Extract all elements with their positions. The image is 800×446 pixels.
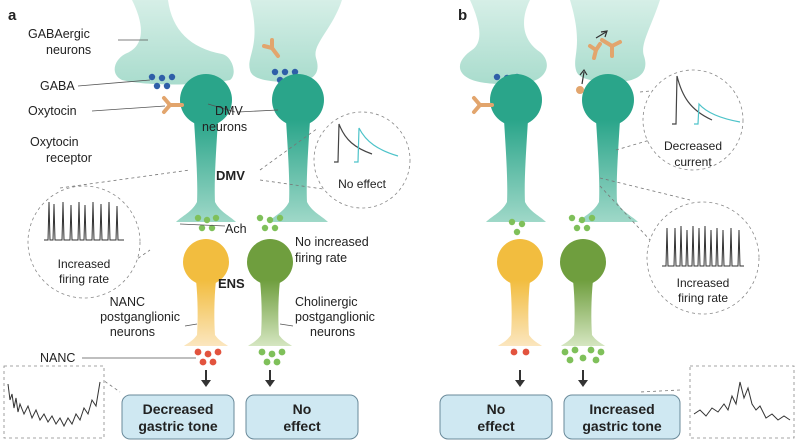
outcome-a-right-line2: effect [283,418,321,434]
outcome-b-left-line1: No [487,401,506,417]
gaba-neuron-a1 [114,0,234,85]
ach-dots-b1 [508,218,526,236]
oxytocin-receptor-a2 [262,38,280,58]
ach-dots-b2 [568,214,596,232]
increased-firing-a-line2: firing rate [59,272,109,286]
zoom-lines-b [599,89,691,393]
oxytocin-receptor-b1 [472,96,494,114]
dmv-neurons-label-1: DMV [215,104,243,118]
oxytocin-receptor-label-1: Oxytocin [30,135,79,149]
outcome-a-right-line1: No [293,401,312,417]
outcome-b-right-line1: Increased [589,401,654,417]
gaba-dots-a1 [148,73,176,90]
gaba-neuron-a2 [249,0,342,82]
panel-a-label: a [8,7,17,24]
outcome-a-left-line2: gastric tone [138,418,218,434]
oxytocin-label: Oxytocin [28,104,77,118]
cholinergic-neurons-label-1: Cholinergic [295,295,358,309]
decreased-current-bubble: Decreased current [642,69,744,171]
outcome-increased-tone: Increased gastric tone [563,394,681,440]
decreased-current-line2: current [674,155,712,169]
gaba-label: GABA [40,79,75,93]
increased-firing-a-line1: Increased [58,257,111,271]
trace-box-a [3,365,105,439]
nanc-neuron-b [497,239,543,346]
no-effect-bubble: No effect [313,111,411,209]
dmv-neuron-b2 [578,74,638,222]
outcome-no-effect-a: No effect [245,394,359,440]
outcome-b-right-line2: gastric tone [582,418,662,434]
ach-dots-a3 [258,348,286,366]
down-arrow-icon [515,370,588,387]
nanc-neurons-label-3: neurons [110,325,155,339]
cholinergic-neuron-b [560,239,606,346]
panel-b-label: b [458,7,467,24]
cholinergic-neurons-label-3: neurons [310,325,355,339]
dmv-neurons-label-2: neurons [202,120,247,134]
dmv-region-label: DMV [216,168,245,183]
oxytocin-molecule [576,86,584,94]
signal-arrow-icon [579,30,608,85]
cholinergic-neurons-label-2: postganglionic [295,310,375,324]
nanc-neurons-label-1: NANC [110,295,145,309]
nanc-neurons-label-2: postganglionic [100,310,180,324]
nanc-label: NANC [40,351,75,365]
outcome-decreased-tone: Decreased gastric tone [121,394,235,440]
nanc-neuron-a [183,239,229,346]
ach-dots-a2 [256,214,284,232]
dmv-neuron-a1 [176,74,236,222]
nanc-dots-a [194,348,222,366]
outcome-no-effect-b: No effect [439,394,553,440]
increased-firing-b-line1: Increased [677,276,730,290]
gaba-neurons-label-1: GABAergic [28,27,90,41]
ens-region-label: ENS [218,276,245,291]
down-arrow-icon [201,370,275,387]
firing-bubble-a: Increased firing rate [27,185,141,299]
spike-trace-b [662,225,744,267]
decreased-current-line1: Decreased [664,139,722,153]
leader-lines-a [77,39,294,359]
gaba-neuron-b1 [459,0,547,85]
gaba-neurons-label-2: neurons [46,43,91,57]
increased-firing-b-line2: firing rate [678,291,728,305]
cholinergic-neuron-a [247,239,293,346]
no-increased-firing-label-1: No increased [295,235,369,249]
nanc-dots-b [510,348,530,356]
dmv-neuron-b1 [486,74,546,222]
no-increased-firing-label-2: firing rate [295,251,347,265]
trace-box-b [689,365,795,439]
ach-label: Ach [225,222,247,236]
spike-trace-a [44,201,124,241]
gaba-neuron-b2 [570,0,660,82]
no-effect-label: No effect [338,177,386,191]
outcome-a-left-line1: Decreased [143,401,214,417]
oxytocin-receptor-label-2: receptor [46,151,92,165]
oxytocin-receptor-a1 [162,96,184,114]
oxytocin-receptor-b2 [588,38,622,60]
outcome-b-left-line2: effect [477,418,515,434]
ach-dots-a1 [194,214,220,232]
ach-dots-b3 [561,346,605,364]
firing-bubble-b: Increased firing rate [646,201,760,315]
